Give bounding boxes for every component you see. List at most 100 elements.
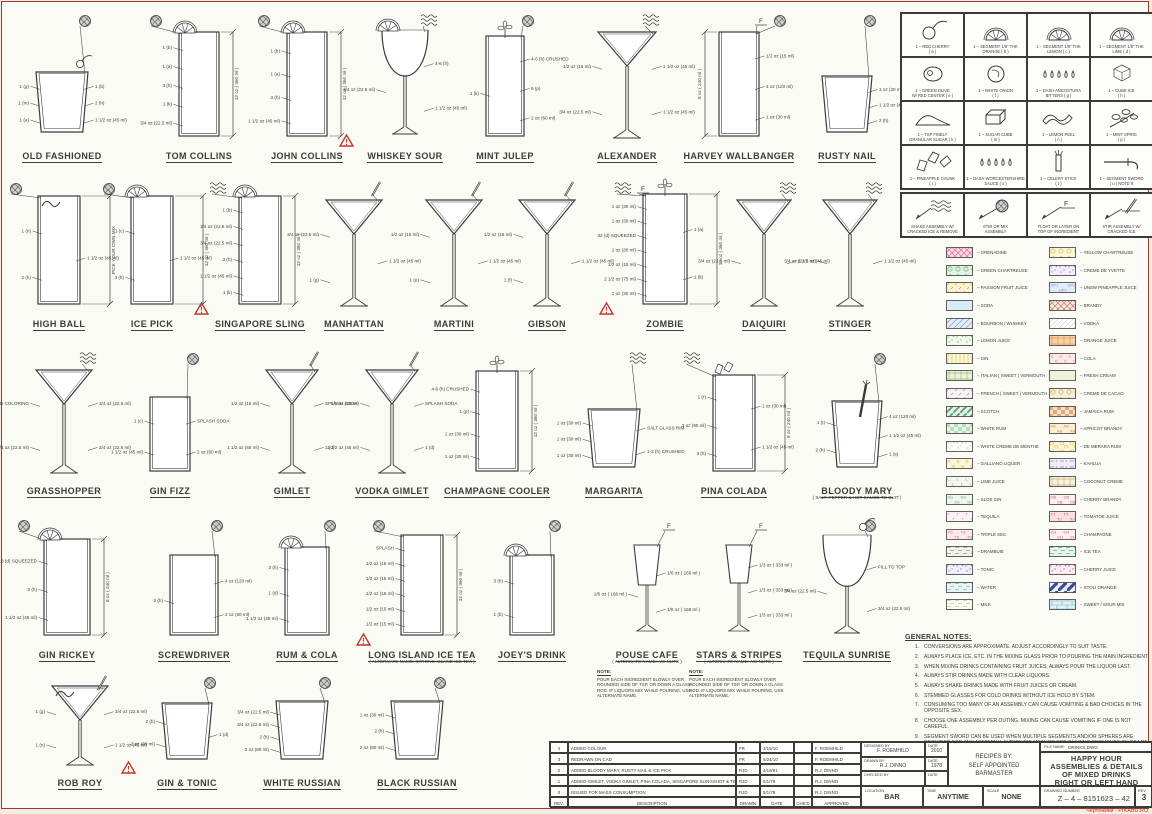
ingredient-label: – UNSW PINEAPPLE JUICE xyxy=(1080,285,1137,291)
glass-diagram: 2 (h)4 oz (120 ml)2 oz (60 ml) xyxy=(154,520,252,636)
svg-text:1/6 oz ( 166 ml ): 1/6 oz ( 166 ml ) xyxy=(667,570,701,575)
svg-text:1 oz (30 ml): 1 oz (30 ml) xyxy=(445,454,470,459)
glass-diagram: F12 oz ( 360 ml )1 oz (30 ml)1 oz (30 ml… xyxy=(597,178,723,308)
revision-cell xyxy=(795,787,811,792)
ingredient-legend-row: – CHERRY BRANDY xyxy=(1049,490,1152,508)
drink-name: ICE PICK xyxy=(130,319,174,331)
ingredient-label: – YELLOW CHARTREUSE xyxy=(1080,250,1134,256)
ingredient-legend-row: – GREEN CHARTREUSE xyxy=(946,262,1049,280)
svg-text:1 (k): 1 (k) xyxy=(223,290,233,295)
garnish-legend-cell: 1 – CELERY STICK( t ) xyxy=(1027,145,1090,189)
svg-text:1 (k): 1 (k) xyxy=(694,274,704,279)
svg-text:SALT GLASS RIM: SALT GLASS RIM xyxy=(647,426,685,431)
pineapple-chunk-icon xyxy=(915,151,952,172)
ingredient-swatch xyxy=(1049,511,1076,523)
revision-cell: RJD xyxy=(739,778,748,784)
svg-text:1 (g): 1 (g) xyxy=(36,709,46,714)
revision-cell: ISSUED FOR MASS CONSUMPTION xyxy=(571,789,646,795)
drink-name: RUM & COLA xyxy=(276,650,338,662)
svg-text:1 oz (30 ml): 1 oz (30 ml) xyxy=(557,453,582,458)
ingredient-label: – SODA xyxy=(977,303,994,309)
ingredient-label: – CREME DE CACAO xyxy=(1080,391,1124,397)
svg-text:1 1/2 oz (45 ml): 1 1/2 oz (45 ml) xyxy=(246,616,278,621)
svg-text:4 oz (120 ml): 4 oz (120 ml) xyxy=(889,414,916,419)
revision-header-cell: DATE xyxy=(771,800,783,806)
svg-text:1 1/2 oz (45 ml): 1 1/2 oz (45 ml) xyxy=(489,258,521,263)
svg-text:1/2 oz (15 ml): 1/2 oz (15 ml) xyxy=(766,53,795,58)
glass-diagram: 3/4 oz (22.5 ml)1 (g)1 1/2 oz (45 ml) xyxy=(287,181,421,307)
svg-text:1 (b): 1 (b) xyxy=(271,48,281,53)
ingredient-swatch xyxy=(1049,317,1076,329)
svg-text:GREEN FOOD COLORING: GREEN FOOD COLORING xyxy=(0,401,29,406)
ingredient-swatch xyxy=(1049,440,1076,452)
drink-white-russian: 3/4 oz (22.5 ml)3/4 oz (22.5 ml)2 (h)2 o… xyxy=(234,672,370,814)
mint-sprig-icon xyxy=(1109,108,1138,128)
ingredient-label: – WATER xyxy=(977,584,997,590)
lemon-peel-icon xyxy=(1041,114,1073,125)
svg-text:1 oz (30 ml): 1 oz (30 ml) xyxy=(557,420,582,425)
ingredient-legend-row: – ITALIAN ( SWEET ) VERMOUTH xyxy=(946,367,1049,385)
ingredient-swatch xyxy=(946,405,973,417)
ingredient-label: – PASSION FRUIT JUICE xyxy=(977,285,1028,291)
svg-text:1 1/2 oz (45 ml): 1 1/2 oz (45 ml) xyxy=(248,118,280,123)
drink-black-russian: 1 oz (30 ml)2 (h)2 oz (60 ml)BLACK RUSSI… xyxy=(349,672,485,814)
svg-text:1 (e): 1 (e) xyxy=(410,277,420,282)
drink-name: CHAMPAGNE COOLER xyxy=(444,486,550,498)
revision-header-cell: CHK'D xyxy=(796,800,810,806)
watermark: Чертежики · PIKABU.RU xyxy=(1086,808,1148,814)
svg-text:3/4 oz (22.5 ml): 3/4 oz (22.5 ml) xyxy=(0,445,29,450)
ingredient-label: – GIN xyxy=(977,355,989,361)
scale-label: SCALE xyxy=(987,788,1000,793)
location-value: BAR xyxy=(884,793,900,801)
bitters-icon xyxy=(1042,69,1075,78)
ingredient-legend-row: – DE MERARA RUM xyxy=(1049,438,1152,456)
revision-cell: R.J. DINNO xyxy=(815,778,839,784)
svg-text:1 oz (30 ml): 1 oz (30 ml) xyxy=(612,291,637,296)
svg-text:3 (h): 3 (h) xyxy=(269,565,279,570)
svg-text:2 oz (60 ml): 2 oz (60 ml) xyxy=(131,742,156,747)
svg-text:1 oz (30 ml): 1 oz (30 ml) xyxy=(612,204,637,209)
general-notes: GENERAL NOTES:1.CONVERSIONS ARE APPROXIM… xyxy=(905,634,1152,753)
lime-segment-icon xyxy=(1109,27,1134,41)
svg-text:1 1/2 oz (45 ml): 1 1/2 oz (45 ml) xyxy=(663,109,695,114)
drink-rob-roy: 1 (g)1 (n)3/4 oz (22.5 ml)1 1/2 oz (45 m… xyxy=(12,672,148,814)
revision-cell: 5/1/78 xyxy=(763,789,776,795)
svg-text:4 oz (120 ml): 4 oz (120 ml) xyxy=(766,84,793,89)
ingredient-legend-row: – STOLI ORANGE xyxy=(1049,578,1152,596)
lemon-segment-icon xyxy=(1046,27,1071,41)
ingredient-swatch xyxy=(946,511,973,523)
ingredient-swatch xyxy=(946,458,973,470)
svg-text:2 oz (60 ml): 2 oz (60 ml) xyxy=(225,612,250,617)
ingredient-legend-row: – PASSION FRUIT JUICE xyxy=(946,279,1049,297)
svg-text:3 (h): 3 (h) xyxy=(271,95,281,100)
drink-alt-name: ( ALTERNATE NAME: STRONG ISLAND ICE TEA … xyxy=(369,659,475,664)
ingredient-label: – KAHLUA xyxy=(1080,461,1102,467)
svg-text:1 1/2 oz (45 ml): 1 1/2 oz (45 ml) xyxy=(180,256,212,261)
ingredient-swatch xyxy=(1049,370,1076,382)
ingredient-label: – BOURBON / WHISKEY xyxy=(977,320,1027,326)
general-note-item: 5.ALWAYS SHAKE DRINKS MADE WITH FRUIT JU… xyxy=(914,682,1078,689)
sugar-tsp-icon xyxy=(914,114,950,126)
svg-text:1 1/2 oz (45 ml): 1 1/2 oz (45 ml) xyxy=(879,103,911,108)
ingredient-label: – GREEN CHARTREUSE xyxy=(977,267,1028,273)
ingredient-label: – ITALIAN ( SWEET ) VERMOUTH xyxy=(977,373,1046,379)
ingredient-label: – GALLIANO LIQUER xyxy=(977,461,1021,467)
ingredient-legend-row: – FRENCH ( SWEET ) VERMOUTH xyxy=(946,385,1049,403)
ingredient-swatch xyxy=(946,423,973,435)
drawing-number-label: DRAWING NUMBER xyxy=(1044,788,1080,793)
garnish-label: 1 – CUBE ICE( h ) xyxy=(1108,87,1135,98)
ingredient-label: – WHITE RUM xyxy=(977,426,1007,432)
glass-diagram: 8 oz ( 240 ml )1 (r)3 oz (90 ml)3 (h)1 o… xyxy=(682,352,794,475)
ingredient-swatch xyxy=(946,493,973,505)
